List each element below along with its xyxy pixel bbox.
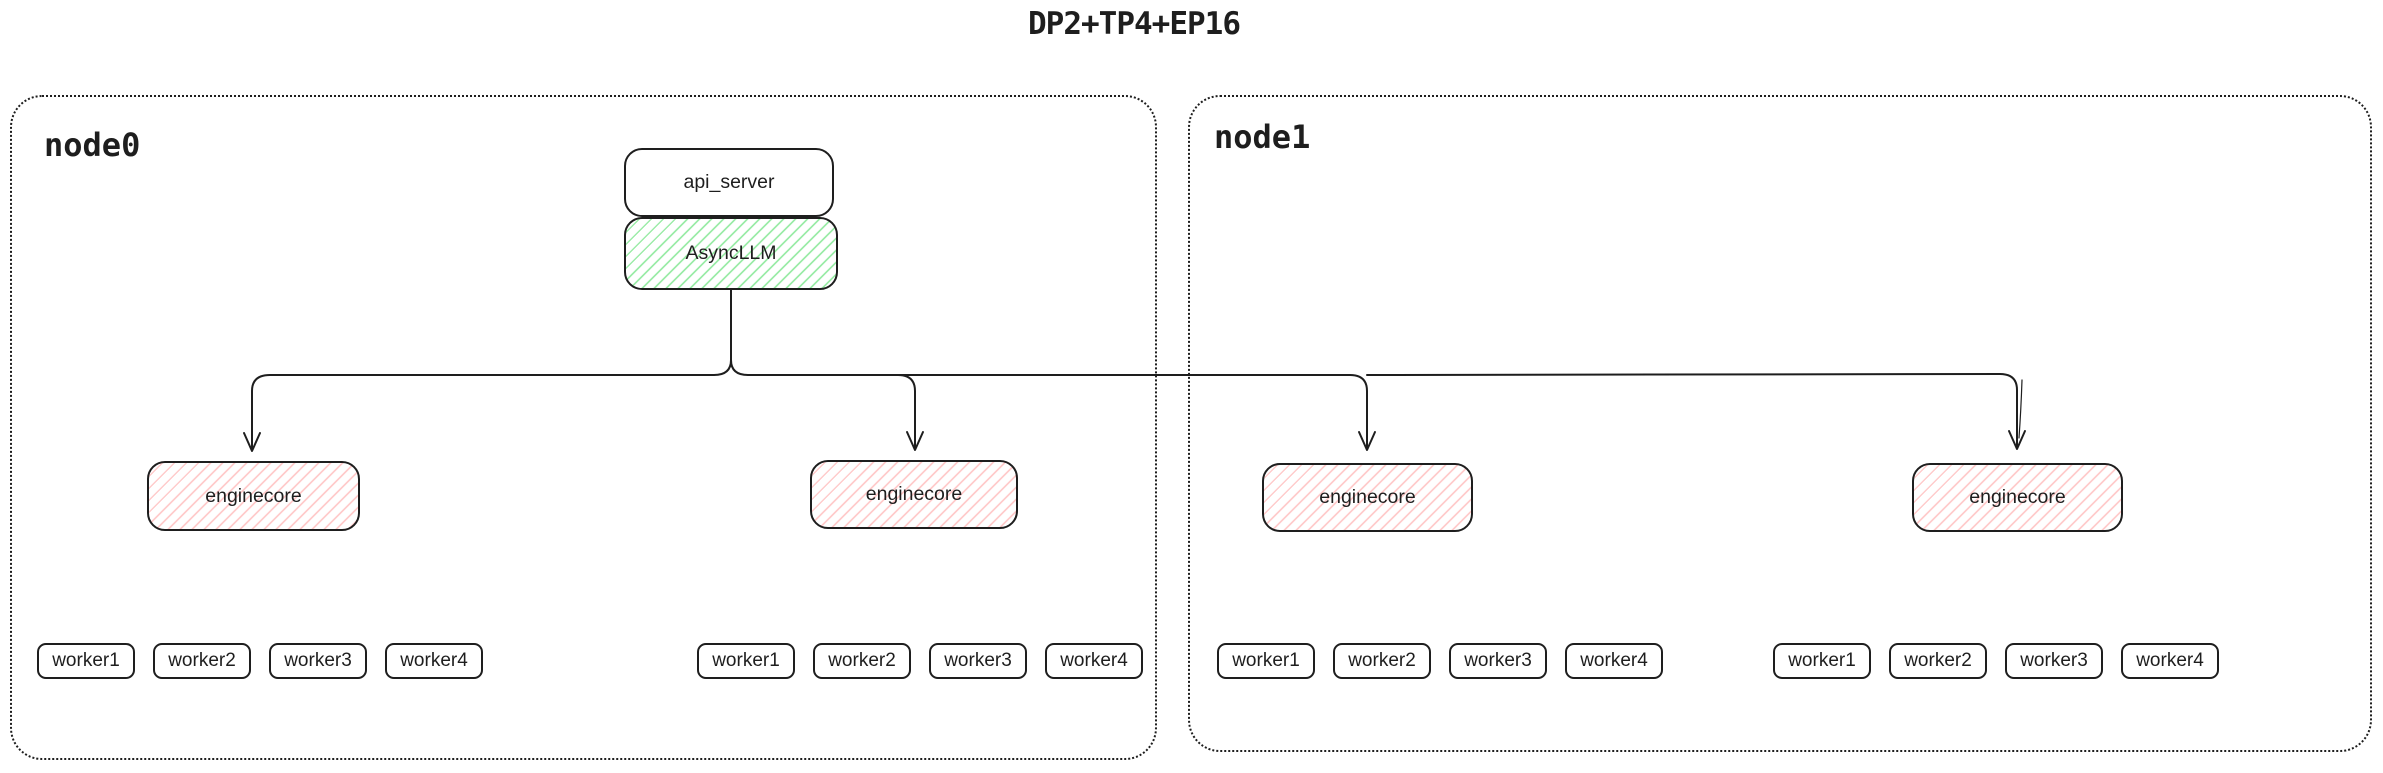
asyncllm-label: AsyncLLM [685,242,777,264]
worker-label: worker1 [712,650,780,671]
worker-box: worker2 [1889,643,1987,679]
worker-box: worker3 [1449,643,1547,679]
worker-group-node0-1: worker1 worker2 worker3 worker4 [37,643,483,679]
worker-box: worker3 [269,643,367,679]
worker-box: worker4 [1565,643,1663,679]
worker-label: worker2 [828,650,896,671]
diagram-title: DP2+TP4+EP16 [1028,6,1241,42]
worker-label: worker1 [52,650,120,671]
worker-box: worker4 [1045,643,1143,679]
worker-label: worker1 [1788,650,1856,671]
enginecore-label: enginecore [865,483,963,505]
worker-label: worker3 [2020,650,2088,671]
worker-box: worker4 [385,643,483,679]
asyncllm-box: AsyncLLM [624,217,838,290]
enginecore-label: enginecore [205,484,302,507]
worker-box: worker2 [1333,643,1431,679]
node1-label: node1 [1214,118,1311,156]
worker-label: worker3 [284,650,352,671]
worker-box: worker2 [813,643,911,679]
worker-label: worker4 [2136,650,2204,671]
worker-label: worker2 [1348,650,1416,671]
worker-label: worker4 [1580,650,1648,671]
enginecore-box-node0-1: enginecore [147,461,360,531]
worker-label: worker2 [168,650,236,671]
enginecore-box-node1-2: enginecore [1912,463,2123,532]
worker-group-node1-1: worker1 worker2 worker3 worker4 [1217,643,1663,679]
enginecore-box-node0-2: enginecore [810,460,1018,529]
worker-box: worker1 [37,643,135,679]
enginecore-label: enginecore [1319,486,1416,508]
api-server-box: api_server [624,148,834,217]
worker-label: worker2 [1904,650,1972,671]
api-server-label: api_server [683,171,775,193]
worker-group-node1-2: worker1 worker2 worker3 worker4 [1773,643,2219,679]
worker-label: worker1 [1232,650,1300,671]
worker-box: worker3 [929,643,1027,679]
enginecore-box-node1-1: enginecore [1262,463,1473,532]
worker-label: worker4 [400,650,468,671]
worker-box: worker1 [697,643,795,679]
enginecore-label: enginecore [1969,486,2066,508]
worker-label: worker3 [944,650,1012,671]
worker-box: worker2 [153,643,251,679]
worker-box: worker3 [2005,643,2103,679]
node0-label: node0 [44,126,141,164]
worker-box: worker4 [2121,643,2219,679]
worker-box: worker1 [1217,643,1315,679]
worker-label: worker3 [1464,650,1532,671]
worker-label: worker4 [1060,650,1128,671]
worker-group-node0-2: worker1 worker2 worker3 worker4 [697,643,1143,679]
worker-box: worker1 [1773,643,1871,679]
